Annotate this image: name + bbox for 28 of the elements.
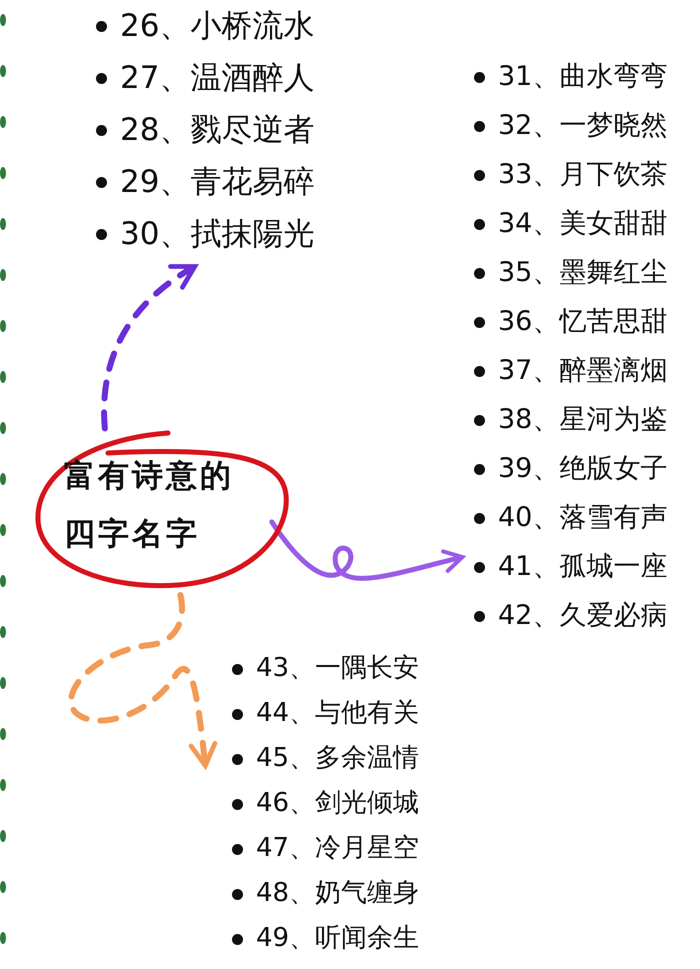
list-item: 40、落雪有声 xyxy=(470,493,668,542)
list-item: 26、小桥流水 xyxy=(92,0,314,52)
list-item: 49、听闻余生 xyxy=(228,916,420,961)
list-item: 44、与他有关 xyxy=(228,691,420,736)
list-item: 39、绝版女子 xyxy=(470,444,668,493)
list-item: 35、墨舞红尘 xyxy=(470,248,668,297)
list-item: 43、一隅长安 xyxy=(228,646,420,691)
list-item: 28、戮尽逆者 xyxy=(92,104,314,156)
list-item: 29、青花易碎 xyxy=(92,156,314,208)
list-item: 31、曲水弯弯 xyxy=(470,52,668,101)
list-item: 32、一梦晓然 xyxy=(470,101,668,150)
title-text: 富有诗意的四字名字 xyxy=(64,457,235,554)
list-item: 27、温酒醉人 xyxy=(92,52,314,104)
list-item: 34、美女甜甜 xyxy=(470,199,668,248)
list-item: 46、剑光倾城 xyxy=(228,781,420,826)
arrow xyxy=(68,592,218,768)
list-item: 33、月下饮茶 xyxy=(470,150,668,199)
arrow xyxy=(101,264,198,432)
list-item: 37、醉墨漓烟 xyxy=(470,346,668,395)
list-item: 45、多余温情 xyxy=(228,736,420,781)
list-item: 41、孤城一座 xyxy=(470,542,668,591)
list-item: 47、冷月星空 xyxy=(228,826,420,871)
list-item: 42、久爱必病 xyxy=(470,591,668,640)
arrow xyxy=(269,519,464,581)
list-item: 30、拭抹陽光 xyxy=(92,208,314,260)
list-item: 48、奶气缠身 xyxy=(228,871,420,916)
list-item: 38、星河为鉴 xyxy=(470,395,668,444)
list-item: 36、忆苦思甜 xyxy=(470,297,668,346)
